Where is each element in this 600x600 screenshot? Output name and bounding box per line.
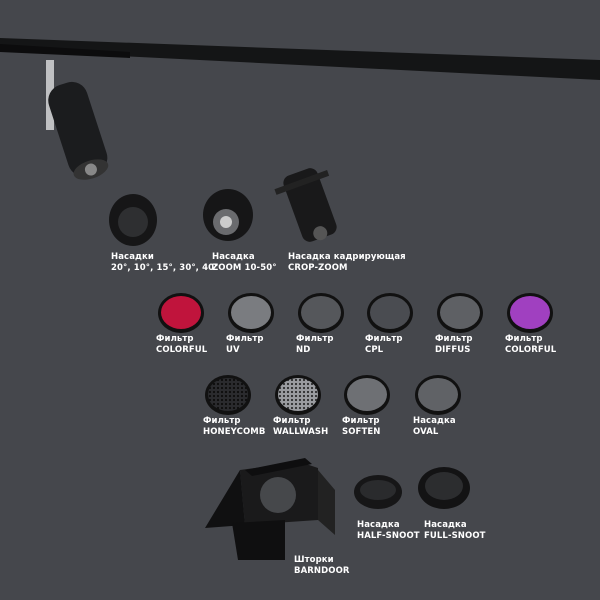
filter-disc [367, 293, 413, 333]
filter-disc [437, 293, 483, 333]
filter-disc [298, 293, 344, 333]
filter-disc [228, 293, 274, 333]
filter-disc [275, 375, 321, 415]
filter-disc [205, 375, 251, 415]
track-light-illustration [0, 38, 600, 180]
nozzle-illustrations [109, 168, 337, 246]
filter-disc [158, 293, 204, 333]
filter-disc [415, 375, 461, 415]
filter-disc [344, 375, 390, 415]
filter-disc [507, 293, 553, 333]
